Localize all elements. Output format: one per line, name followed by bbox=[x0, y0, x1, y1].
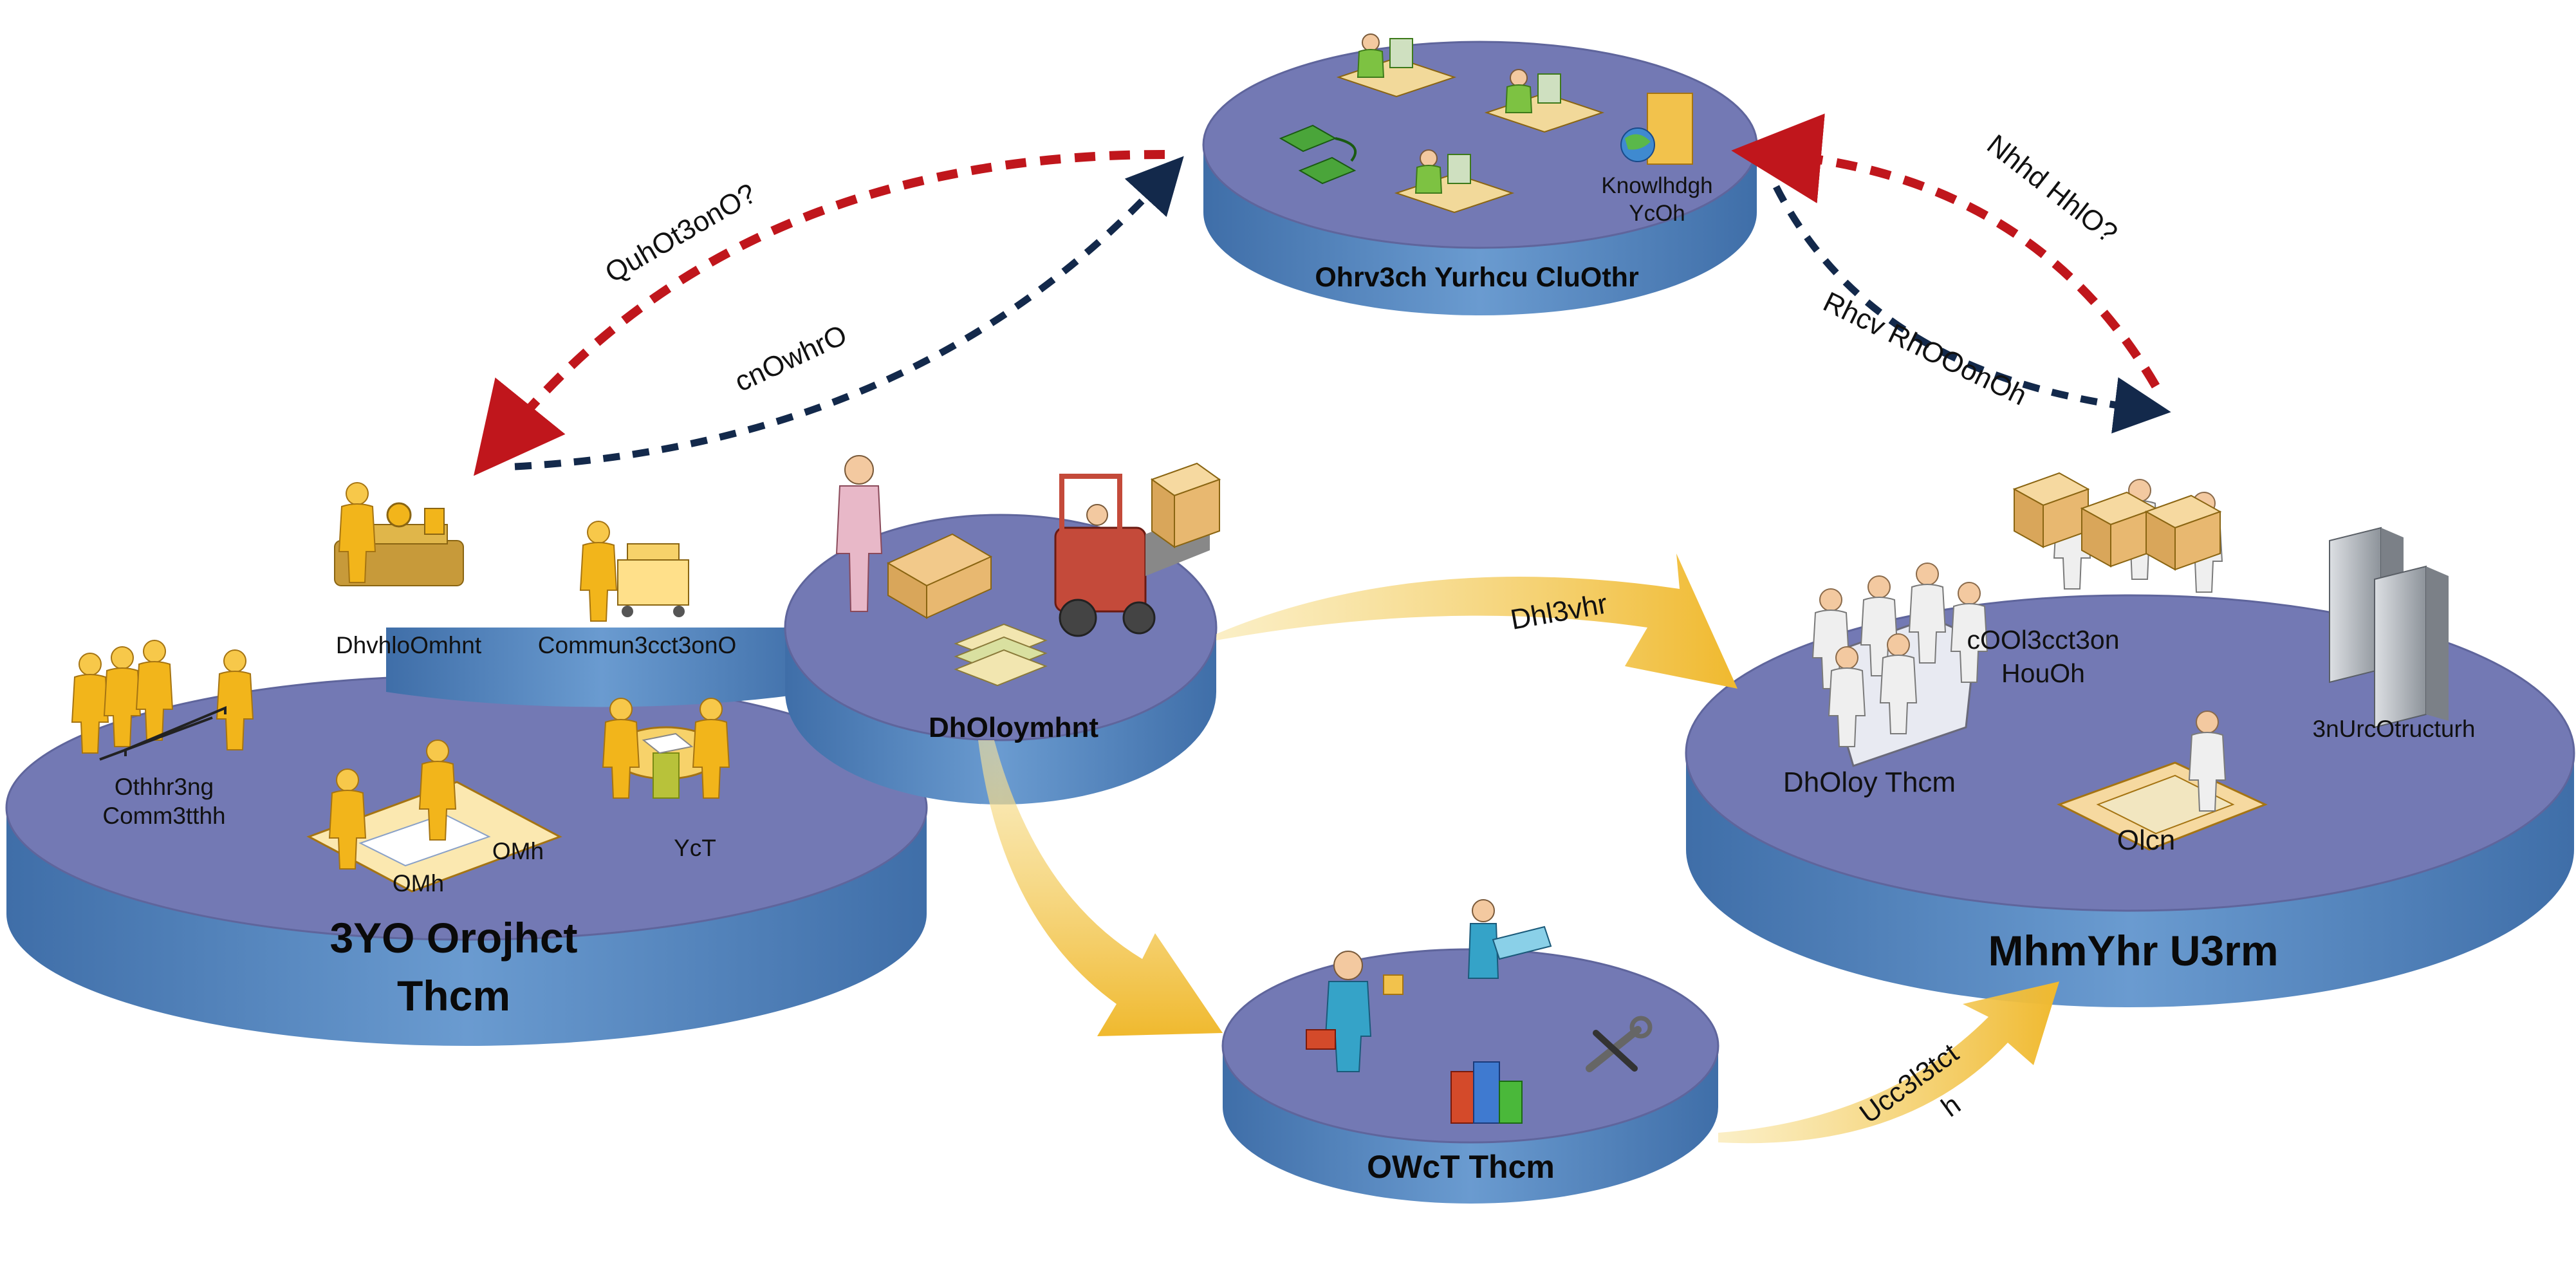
blueprint-worker-icon bbox=[1467, 899, 1552, 979]
communication-label: Commun3cct3onO bbox=[538, 632, 736, 658]
people-group-icon bbox=[71, 640, 254, 761]
designer-icon bbox=[2057, 711, 2268, 851]
questions-label: QuhOt3onO? bbox=[600, 178, 761, 289]
service-desk-platform bbox=[1202, 41, 1758, 315]
telephone-icon bbox=[1279, 124, 1357, 185]
pm-right-label: OMh bbox=[492, 838, 544, 864]
quality-table-icon bbox=[602, 698, 730, 799]
answers-label: cnOwhrO bbox=[730, 319, 851, 398]
server-icon bbox=[2329, 526, 2449, 729]
conference-table-icon bbox=[1812, 563, 1988, 767]
forklift-icon bbox=[1054, 462, 1221, 637]
knowledge-label-line2: YcOh bbox=[1629, 201, 1685, 226]
config-label-line1: cOOl3cct3on bbox=[1967, 625, 2120, 655]
infrastructure-label: 3nUrcOtructurh bbox=[2313, 716, 2476, 742]
escalate-label-line2: h bbox=[1936, 1089, 1967, 1123]
deliver-arrow bbox=[1216, 554, 1737, 689]
deployment-title: DhOloymhnt bbox=[929, 712, 1098, 743]
papers-stack-icon bbox=[954, 623, 1048, 687]
config-label-line2: HouOh bbox=[2001, 658, 2085, 688]
it-project-team-title-line2: Thcm bbox=[397, 972, 510, 1019]
deploy-team-label: DhOloy Thcm bbox=[1783, 767, 1956, 798]
receive-response-arrow bbox=[1773, 185, 2171, 434]
need-help-arrow bbox=[1731, 113, 2160, 389]
ops-worker-icon bbox=[1306, 951, 1404, 1072]
delivery-person-icon bbox=[835, 455, 993, 619]
helpdesk-agent-icon bbox=[1336, 33, 1605, 214]
assembly-worker-icon bbox=[334, 482, 464, 586]
plan-label: Olcn bbox=[2117, 824, 2175, 856]
receive-response-label: Rhcv RhOOonOh bbox=[1819, 286, 2032, 411]
questions-arrow bbox=[473, 150, 1165, 476]
ops-team-title: OWcT Thcm bbox=[1367, 1149, 1555, 1185]
qa-label: YcT bbox=[674, 835, 716, 861]
pm-left-label: OMh bbox=[393, 870, 444, 897]
books-icon bbox=[1450, 1061, 1523, 1124]
escalate-arrow bbox=[1718, 982, 2059, 1144]
development-label: DhvhloOmhnt bbox=[336, 632, 482, 658]
steering-committee-label-line2: Comm3tthh bbox=[102, 803, 225, 829]
knowledge-label-line1: Knowlhdgh bbox=[1601, 173, 1712, 198]
member-firm-title: MhmYhr U3rm bbox=[1988, 927, 2278, 974]
it-project-team-title-line1: 3YO Orojhct bbox=[329, 914, 577, 962]
steering-committee-label-line1: Othhr3ng bbox=[115, 774, 214, 800]
service-desk-title: Ohrv3ch Yurhcu CluOthr bbox=[1315, 262, 1639, 293]
courier-cart-icon bbox=[580, 521, 689, 622]
package-carriers-icon bbox=[2012, 472, 2223, 593]
deployment-to-ops-arrow bbox=[978, 740, 1223, 1036]
folder-globe-icon bbox=[1620, 93, 1693, 165]
need-help-label: Nhhd HhlO? bbox=[1981, 129, 2123, 250]
answers-arrow bbox=[514, 156, 1184, 470]
meeting-people-icon bbox=[306, 740, 562, 893]
tools-icon bbox=[1586, 1016, 1653, 1072]
